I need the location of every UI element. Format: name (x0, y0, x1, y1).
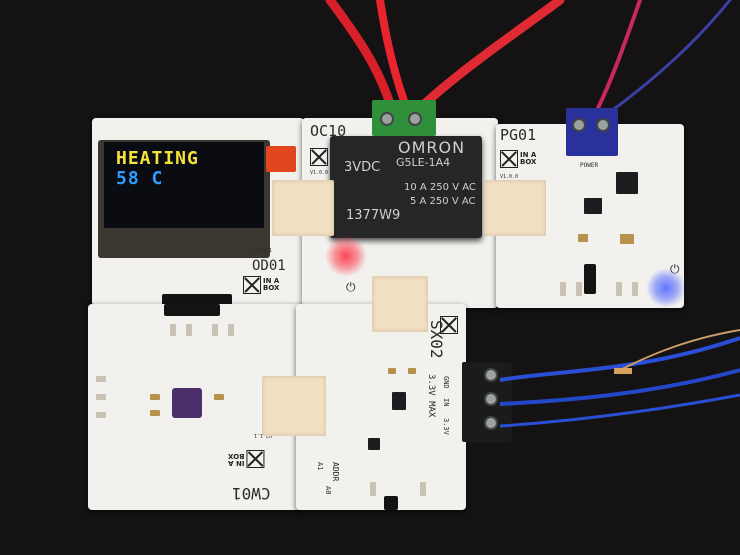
rgb-led-icon (172, 388, 202, 418)
pg01-version: V1.0.0 (500, 174, 519, 180)
x-logo-icon (310, 148, 328, 166)
relay-brand: OMRON (398, 138, 466, 157)
black-terminal-block (462, 362, 512, 442)
sx02-a1: A1 (316, 462, 324, 471)
pg01-power-label: POWER (580, 162, 599, 169)
oled-temperature-text: 58 C (116, 168, 164, 189)
connector-od01-oc10 (272, 180, 334, 236)
sx02-3v3: 3.3V (442, 418, 450, 435)
x-logo-icon (500, 150, 518, 168)
relay-voltage: 3VDC (344, 160, 381, 175)
oled-tab (266, 146, 296, 172)
oled-status-text: HEATING (116, 148, 199, 169)
blue-power-led (646, 268, 686, 308)
connector-cw01-sx02 (262, 376, 326, 436)
sx02-max: 3.3V MAX (426, 374, 436, 418)
connector-oc10-sx02 (372, 276, 428, 332)
relay-model: G5LE-1A4 (396, 156, 451, 169)
x-logo-icon (246, 450, 265, 468)
oled-display (104, 142, 264, 228)
oc10-version: V1.0.0 (310, 170, 329, 176)
relay-rating-1: 10 A 250 V AC (404, 182, 476, 193)
sx02-gnd: GND (442, 376, 450, 389)
cw01-label: CW01 (232, 484, 271, 503)
omron-relay (330, 136, 482, 238)
power-icon: ⏻ (346, 280, 356, 294)
green-terminal-block (372, 100, 436, 136)
od01-label: OD01 (252, 258, 286, 274)
x-logo-icon (243, 276, 261, 294)
relay-code: 1377W9 (346, 208, 401, 223)
oc10-logo (310, 148, 328, 166)
relay-rating-2: 5 A 250 V AC (410, 196, 476, 207)
red-relay-led (324, 236, 368, 276)
power-icon: ⏻ (670, 262, 680, 276)
temperature-sensor-icon (392, 392, 406, 410)
blue-terminal-block (566, 108, 618, 156)
x-logo-icon (440, 316, 458, 334)
connector-oc10-pg01 (484, 180, 546, 236)
oc10-label: OC10 (310, 122, 347, 140)
od01-version: V1.0.1 (254, 248, 273, 254)
sx02-logo (440, 316, 458, 334)
sx02-in: IN (442, 398, 450, 407)
sx02-addr: ADDR (331, 462, 340, 482)
sx02-a0: A0 (324, 486, 332, 495)
pg01-label: PG01 (500, 126, 537, 144)
